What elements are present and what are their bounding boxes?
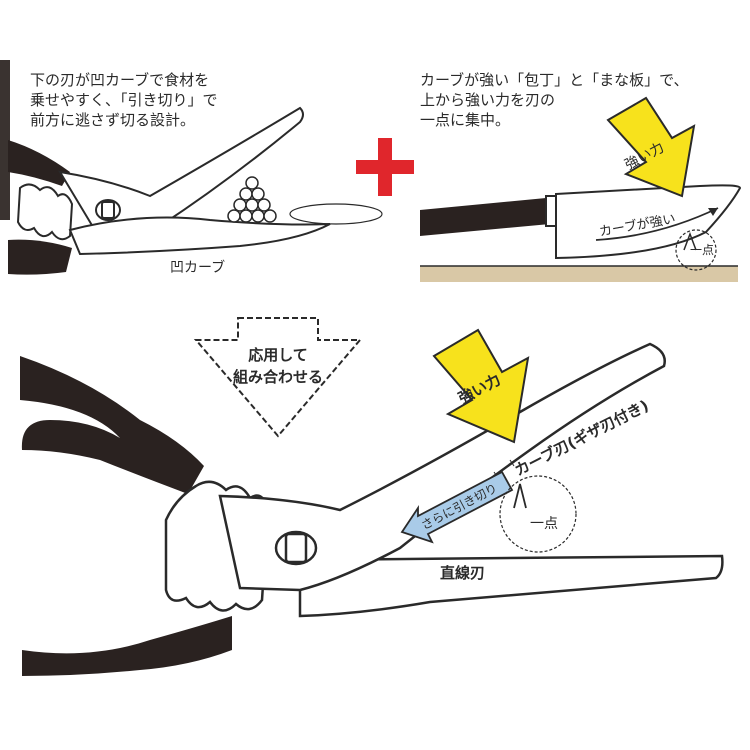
upper-handle-loop: [20, 356, 204, 494]
top-left-caption-line-2: 乗せやすく、「引き切り」で: [30, 91, 218, 109]
lower-handle: [8, 239, 72, 275]
combine-arrow-line-2: 組み合わせる: [233, 368, 323, 386]
top-left-scissors: 凹カーブ: [0, 60, 383, 276]
grip-serration: [16, 183, 74, 241]
top-right-caption-line-3: 一点に集中。: [420, 111, 511, 129]
pivot-screw-large-icon: [274, 530, 318, 566]
lower-concave-blade: [68, 216, 331, 256]
top-left-caption-line-3: 前方に逃さず切る設計。: [30, 111, 196, 129]
pivot-screw-icon: [95, 199, 121, 221]
top-right-caption: カーブが強い「包丁」と「まな板」で、 上から強い力を刃の 一点に集中。: [420, 70, 689, 130]
combine-arrow-shape: [193, 317, 363, 438]
left-edge-strip: [0, 60, 10, 220]
point-circle: [675, 229, 717, 271]
cutting-board: [420, 266, 738, 282]
straight-blade-label: 直線刃: [440, 564, 485, 582]
blade-tip-outline: [289, 203, 383, 225]
plus-sign-icon: [356, 138, 414, 196]
upper-blade: [58, 106, 304, 234]
combine-arrow-line-1: 応用して: [248, 346, 308, 364]
bottom-scissors: カーブ刃(ギザ刃付き) 強い力 さらに引き切り 一点 直線刃: [20, 328, 724, 676]
food-items-icon: [227, 176, 277, 223]
upper-handle: [8, 140, 70, 186]
top-right-knife: カーブが強い 強い力 一点: [420, 96, 742, 282]
curved-blade: [218, 342, 666, 592]
force-arrow-icon: [606, 96, 696, 198]
point-large-label: 一点: [530, 516, 558, 532]
combine-arrow: 応用して 組み合わせる: [193, 317, 363, 438]
force-arrow-large-icon: [432, 328, 530, 444]
pull-cut-arrow-icon: [400, 470, 514, 544]
top-right-caption-line-1: カーブが強い「包丁」と「まな板」で、: [420, 71, 689, 89]
top-left-caption-line-1: 下の刃が凹カーブで食材を: [30, 71, 210, 89]
curve-arrow: [595, 207, 719, 241]
point-circle-large: [499, 475, 577, 553]
knife-handle: [420, 198, 550, 236]
point-label: 一点: [690, 243, 714, 257]
top-right-caption-line-2: 上から強い力を刃の: [420, 91, 556, 109]
straight-blade: [298, 554, 724, 618]
top-left-caption: 下の刃が凹カーブで食材を 乗せやすく、「引き切り」で 前方に逃さず切る設計。: [30, 70, 218, 130]
lower-handle-loop: [22, 616, 232, 676]
concave-curve-label: 凹カーブ: [170, 259, 225, 276]
